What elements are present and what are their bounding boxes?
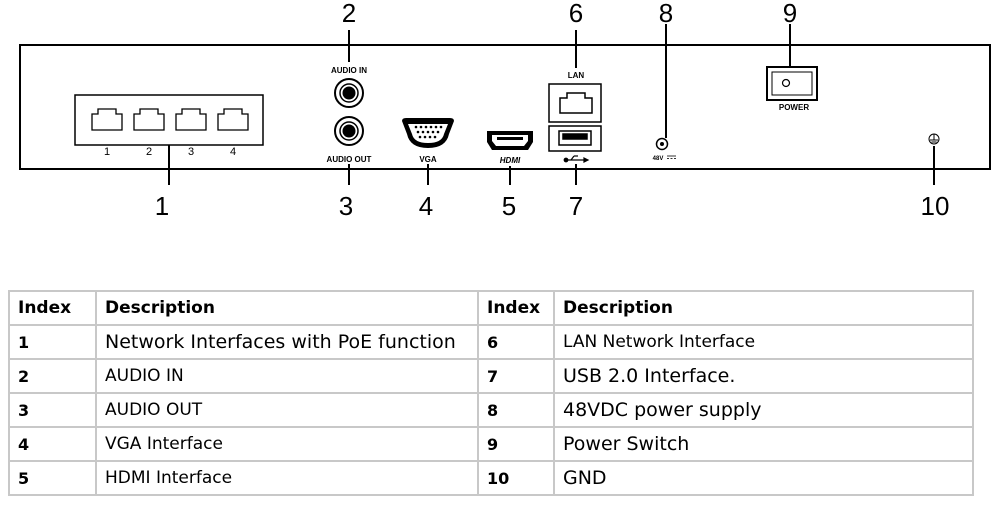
description-cell: LAN Network Interface <box>553 324 974 360</box>
index-cell: 5 <box>8 460 97 496</box>
audio-out-jack-icon <box>334 116 364 146</box>
vga-port-icon <box>402 118 454 148</box>
dc-label: 48V <box>653 156 664 162</box>
column-header-index: Index <box>477 290 555 326</box>
index-cell: 9 <box>477 426 555 462</box>
table-row: 3 AUDIO OUT 8 48VDC power supply <box>8 392 974 428</box>
callout-6: 6 <box>569 0 583 28</box>
vga-label: VGA <box>419 155 437 164</box>
description-cell: Network Interfaces with PoE function <box>95 324 479 360</box>
description-cell: USB 2.0 Interface. <box>553 358 974 394</box>
usb-symbol-icon <box>563 155 590 163</box>
table-row: 4 VGA Interface 9 Power Switch <box>8 426 974 462</box>
callout-3: 3 <box>339 191 353 221</box>
column-header-description: Description <box>95 290 479 326</box>
index-cell: 2 <box>8 358 97 394</box>
index-cell: 6 <box>477 324 555 360</box>
dc-jack-icon <box>655 137 669 151</box>
callout-10: 10 <box>921 191 950 221</box>
callout-9: 9 <box>783 0 797 28</box>
chassis-outline <box>19 44 991 170</box>
poe-port-number: 1 <box>104 146 110 158</box>
description-cell: GND <box>553 460 974 496</box>
column-header-index: Index <box>8 290 97 326</box>
interface-table: Index Description Index Description 1 Ne… <box>8 290 974 496</box>
power-switch-icon <box>766 66 818 101</box>
table-header-row: Index Description Index Description <box>8 290 974 326</box>
hdmi-port-icon <box>487 131 533 150</box>
callout-7: 7 <box>569 191 583 221</box>
index-cell: 10 <box>477 460 555 496</box>
index-cell: 4 <box>8 426 97 462</box>
rj45-port-icon <box>91 108 249 131</box>
table-row: 2 AUDIO IN 7 USB 2.0 Interface. <box>8 358 974 394</box>
description-cell: 48VDC power supply <box>553 392 974 428</box>
poe-port-number: 2 <box>146 146 152 158</box>
index-cell: 1 <box>8 324 97 360</box>
poe-port-number: 4 <box>230 146 236 158</box>
callout-leader-lines <box>168 24 935 185</box>
audio-in-jack-icon <box>334 78 364 108</box>
power-label: POWER <box>779 103 809 112</box>
description-cell: AUDIO IN <box>95 358 479 394</box>
audio-in-label: AUDIO IN <box>331 66 367 75</box>
callout-2: 2 <box>342 0 356 28</box>
lan-label: LAN <box>568 71 585 80</box>
callout-5: 5 <box>502 191 516 221</box>
ground-symbol-icon <box>928 133 940 145</box>
callout-4: 4 <box>419 191 433 221</box>
hdmi-label: HDMI <box>500 156 521 165</box>
description-cell: VGA Interface <box>95 426 479 462</box>
index-cell: 8 <box>477 392 555 428</box>
description-cell: Power Switch <box>553 426 974 462</box>
table-row: 5 HDMI Interface 10 GND <box>8 460 974 496</box>
description-cell: HDMI Interface <box>95 460 479 496</box>
description-cell: AUDIO OUT <box>95 392 479 428</box>
poe-port-number: 3 <box>188 146 194 158</box>
dc-symbol-icon <box>667 155 676 159</box>
usb-port-icon <box>548 125 602 152</box>
table-row: 1 Network Interfaces with PoE function 6… <box>8 324 974 360</box>
column-header-description: Description <box>553 290 974 326</box>
callout-8: 8 <box>659 0 673 28</box>
lan-port-icon <box>548 83 602 123</box>
callout-1: 1 <box>155 191 169 221</box>
rear-panel-diagram: 1 2 3 4 AUDIO IN AUDIO OUT VGA HDMI LAN <box>19 0 991 221</box>
index-cell: 7 <box>477 358 555 394</box>
audio-out-label: AUDIO OUT <box>327 155 372 164</box>
index-cell: 3 <box>8 392 97 428</box>
